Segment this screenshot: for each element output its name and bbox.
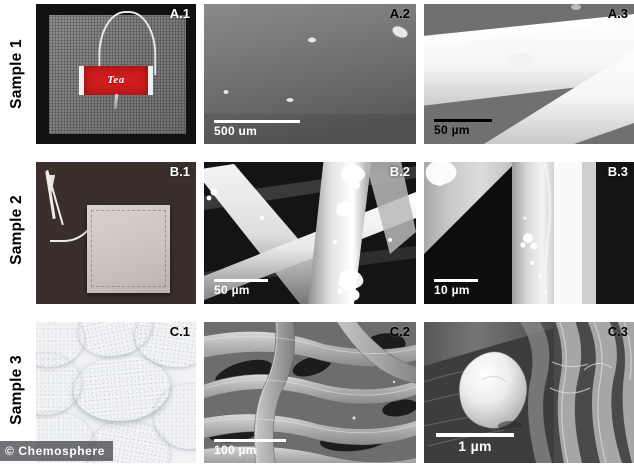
panel-label-a1: A.1 <box>169 6 190 21</box>
scalebar-b2: 50 µm <box>214 279 268 296</box>
panel-c1: C.1 <box>36 322 196 463</box>
nonwoven-tea-bag <box>87 204 171 293</box>
scalebar-b2-text: 50 µm <box>214 283 250 297</box>
scalebar-a3: 50 µm <box>434 119 492 136</box>
scalebar-b3-text: 10 µm <box>434 283 470 297</box>
panel-c3-sem-image <box>424 322 634 463</box>
scalebar-c2: 100 µm <box>214 439 286 456</box>
panel-label-b1: B.1 <box>169 164 190 179</box>
panel-a1: Tea A.1 <box>36 4 196 144</box>
row-label-sample-3-text: Sample 3 <box>8 355 26 425</box>
panel-c2: C.2 100 µm <box>204 322 416 463</box>
scalebar-c2-line <box>214 439 286 442</box>
scalebar-a3-text: 50 µm <box>434 123 470 137</box>
microplastic-particle <box>459 351 527 429</box>
panel-label-c3: C.3 <box>607 324 628 339</box>
row-label-sample-1: Sample 1 <box>0 0 34 148</box>
panel-label-b3: B.3 <box>607 164 628 179</box>
scalebar-c3: 1 µm <box>436 433 514 453</box>
panel-a2: A.2 500 um <box>204 4 416 144</box>
scalebar-b2-line <box>214 279 268 282</box>
panel-a3-sem-image <box>424 4 634 144</box>
panel-label-a3: A.3 <box>607 6 628 21</box>
tea-tag-label-text: Tea <box>107 74 125 87</box>
panel-label-a2: A.2 <box>389 6 410 21</box>
panel-label-c1: C.1 <box>169 324 190 339</box>
scalebar-a2: 500 um <box>214 120 300 137</box>
tea-bag-paper-tag: Tea <box>79 65 153 95</box>
scalebar-c3-text: 1 µm <box>458 438 492 454</box>
panel-b2: B.2 50 µm <box>204 162 416 304</box>
scalebar-c3-line <box>436 433 514 437</box>
scalebar-b3-line <box>434 279 478 282</box>
scalebar-a2-line <box>214 120 300 123</box>
panel-b3-sem-image <box>424 162 634 304</box>
source-watermark: © Chemosphere <box>0 441 113 461</box>
panel-c3: C.3 1 µm <box>424 322 634 463</box>
panel-b3: B.3 10 µm <box>424 162 634 304</box>
scalebar-a2-text: 500 um <box>214 124 258 138</box>
scalebar-b3: 10 µm <box>434 279 478 296</box>
row-label-sample-2: Sample 2 <box>0 155 34 305</box>
panel-label-b2: B.2 <box>389 164 410 179</box>
panel-a3: A.3 50 µm <box>424 4 634 144</box>
row-label-sample-1-text: Sample 1 <box>8 39 26 109</box>
row-label-sample-2-text: Sample 2 <box>8 195 26 265</box>
scalebar-a3-line <box>434 119 492 122</box>
panel-label-c2: C.2 <box>389 324 410 339</box>
panel-b2-sem-image <box>204 162 416 304</box>
panel-b1: B.1 <box>36 162 196 304</box>
scalebar-c2-text: 100 µm <box>214 443 257 457</box>
